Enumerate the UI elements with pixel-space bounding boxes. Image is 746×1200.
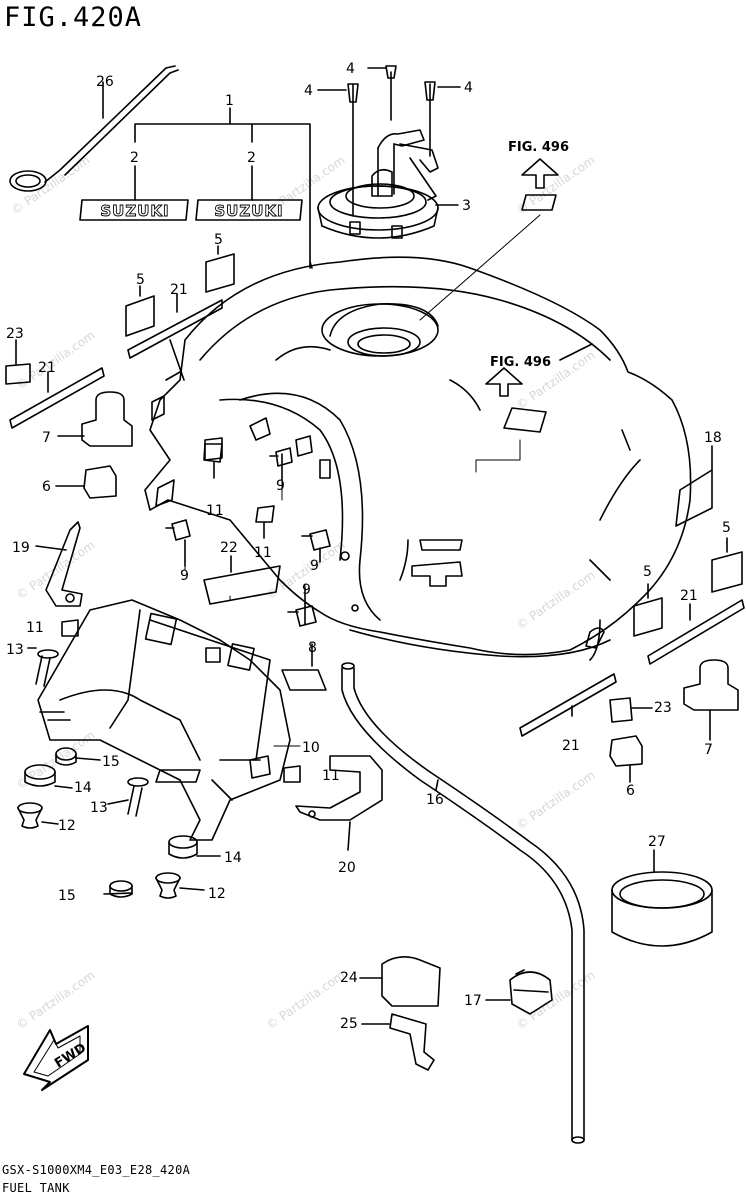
callout-2-right[interactable]: 2 xyxy=(247,150,256,166)
callout-14-a[interactable]: 14 xyxy=(74,780,92,796)
callout-12-a[interactable]: 12 xyxy=(58,818,76,834)
callout-1[interactable]: 1 xyxy=(225,93,234,109)
callout-9-a[interactable]: 9 xyxy=(276,478,285,494)
callout-bracket xyxy=(134,107,311,269)
callout-21-a[interactable]: 21 xyxy=(170,282,188,298)
part-bracket-20 xyxy=(295,755,383,851)
ref-fig-496-top[interactable]: FIG. 496 xyxy=(508,140,569,155)
callout-numbers: 1 2 2 3 4 4 4 5 5 5 5 6 6 7 7 8 9 9 9 9 … xyxy=(6,61,731,1032)
callout-17[interactable]: 17 xyxy=(464,993,482,1009)
ref-fig-496-mid[interactable]: FIG. 496 xyxy=(490,355,551,370)
callout-15-b[interactable]: 15 xyxy=(58,888,76,904)
callout-21-c[interactable]: 21 xyxy=(680,588,698,604)
decal-text-right: SUZUKI xyxy=(214,202,283,220)
part-drain-hose xyxy=(341,662,585,1144)
callout-3[interactable]: 3 xyxy=(462,198,471,214)
figure-title: FIG.420A xyxy=(4,2,143,33)
section-name: FUEL TANK xyxy=(2,1181,70,1195)
callout-22[interactable]: 22 xyxy=(220,540,238,556)
callout-4-top[interactable]: 4 xyxy=(346,61,355,77)
part-wire-clip xyxy=(9,65,179,192)
callout-21-d[interactable]: 21 xyxy=(562,738,580,754)
part-patches xyxy=(125,245,743,637)
part-tank-bracket xyxy=(37,599,291,841)
callout-16[interactable]: 16 xyxy=(426,792,444,808)
callout-14-b[interactable]: 14 xyxy=(224,850,242,866)
callout-2-left[interactable]: 2 xyxy=(130,150,139,166)
callout-9-b[interactable]: 9 xyxy=(180,568,189,584)
callout-4-right[interactable]: 4 xyxy=(464,80,473,96)
small-fasteners xyxy=(61,443,331,783)
part-misc-bottom xyxy=(359,849,713,1071)
watermark-text: © Partzilla.com xyxy=(514,568,598,633)
part-fuel-tank xyxy=(144,256,692,661)
callout-27[interactable]: 27 xyxy=(648,834,666,850)
reference-arrows xyxy=(419,158,559,473)
callout-13-a[interactable]: 13 xyxy=(6,642,24,658)
callout-23-b[interactable]: 23 xyxy=(654,700,672,716)
callout-15-a[interactable]: 15 xyxy=(102,754,120,770)
callout-11-d[interactable]: 11 xyxy=(322,768,340,784)
callout-5-d[interactable]: 5 xyxy=(722,520,731,536)
watermark-text: © Partzilla.com xyxy=(514,153,598,218)
watermark-text: © Partzilla.com xyxy=(14,968,98,1033)
callout-4-left[interactable]: 4 xyxy=(304,83,313,99)
callout-24[interactable]: 24 xyxy=(340,970,358,986)
watermark-text: © Partzilla.com xyxy=(514,768,598,833)
callout-11-a[interactable]: 11 xyxy=(206,503,224,519)
part-strips xyxy=(9,293,745,737)
part-fuel-cap xyxy=(317,65,461,239)
callout-7-left[interactable]: 7 xyxy=(42,430,51,446)
callout-13-b[interactable]: 13 xyxy=(90,800,108,816)
callout-9-c[interactable]: 9 xyxy=(310,558,319,574)
callout-8[interactable]: 8 xyxy=(308,640,317,656)
watermark-text: © Partzilla.com xyxy=(264,968,348,1033)
callout-19[interactable]: 19 xyxy=(12,540,30,556)
decal-text-left: SUZUKI xyxy=(100,202,169,220)
callout-11-c[interactable]: 11 xyxy=(26,620,44,636)
callout-26[interactable]: 26 xyxy=(96,74,114,90)
callout-6-right[interactable]: 6 xyxy=(626,783,635,799)
callout-21-b[interactable]: 21 xyxy=(38,360,56,376)
callout-11-b[interactable]: 11 xyxy=(254,545,272,561)
emblem-decals xyxy=(79,165,303,221)
fwd-label: FWD xyxy=(52,1041,89,1072)
watermark-text: © Partzilla.com xyxy=(514,968,598,1033)
fwd-badge xyxy=(23,1025,89,1091)
callout-5-b[interactable]: 5 xyxy=(214,232,223,248)
part-mounts-7-6 xyxy=(55,391,739,783)
callout-9-d[interactable]: 9 xyxy=(302,582,311,598)
callout-12-b[interactable]: 12 xyxy=(208,886,226,902)
callout-23-a[interactable]: 23 xyxy=(6,326,24,342)
part-pads-23 xyxy=(5,339,653,723)
callout-5-a[interactable]: 5 xyxy=(136,272,145,288)
part-mounts xyxy=(17,647,221,899)
callout-6-left[interactable]: 6 xyxy=(42,479,51,495)
part-pads xyxy=(203,445,713,691)
callout-7-right[interactable]: 7 xyxy=(704,742,713,758)
callout-10[interactable]: 10 xyxy=(302,740,320,756)
part-bracket-19 xyxy=(35,521,83,607)
callout-20[interactable]: 20 xyxy=(338,860,356,876)
model-code: GSX-S1000XM4_E03_E28_420A xyxy=(2,1163,191,1177)
callout-25[interactable]: 25 xyxy=(340,1016,358,1032)
callout-18[interactable]: 18 xyxy=(704,430,722,446)
callout-5-c[interactable]: 5 xyxy=(643,564,652,580)
